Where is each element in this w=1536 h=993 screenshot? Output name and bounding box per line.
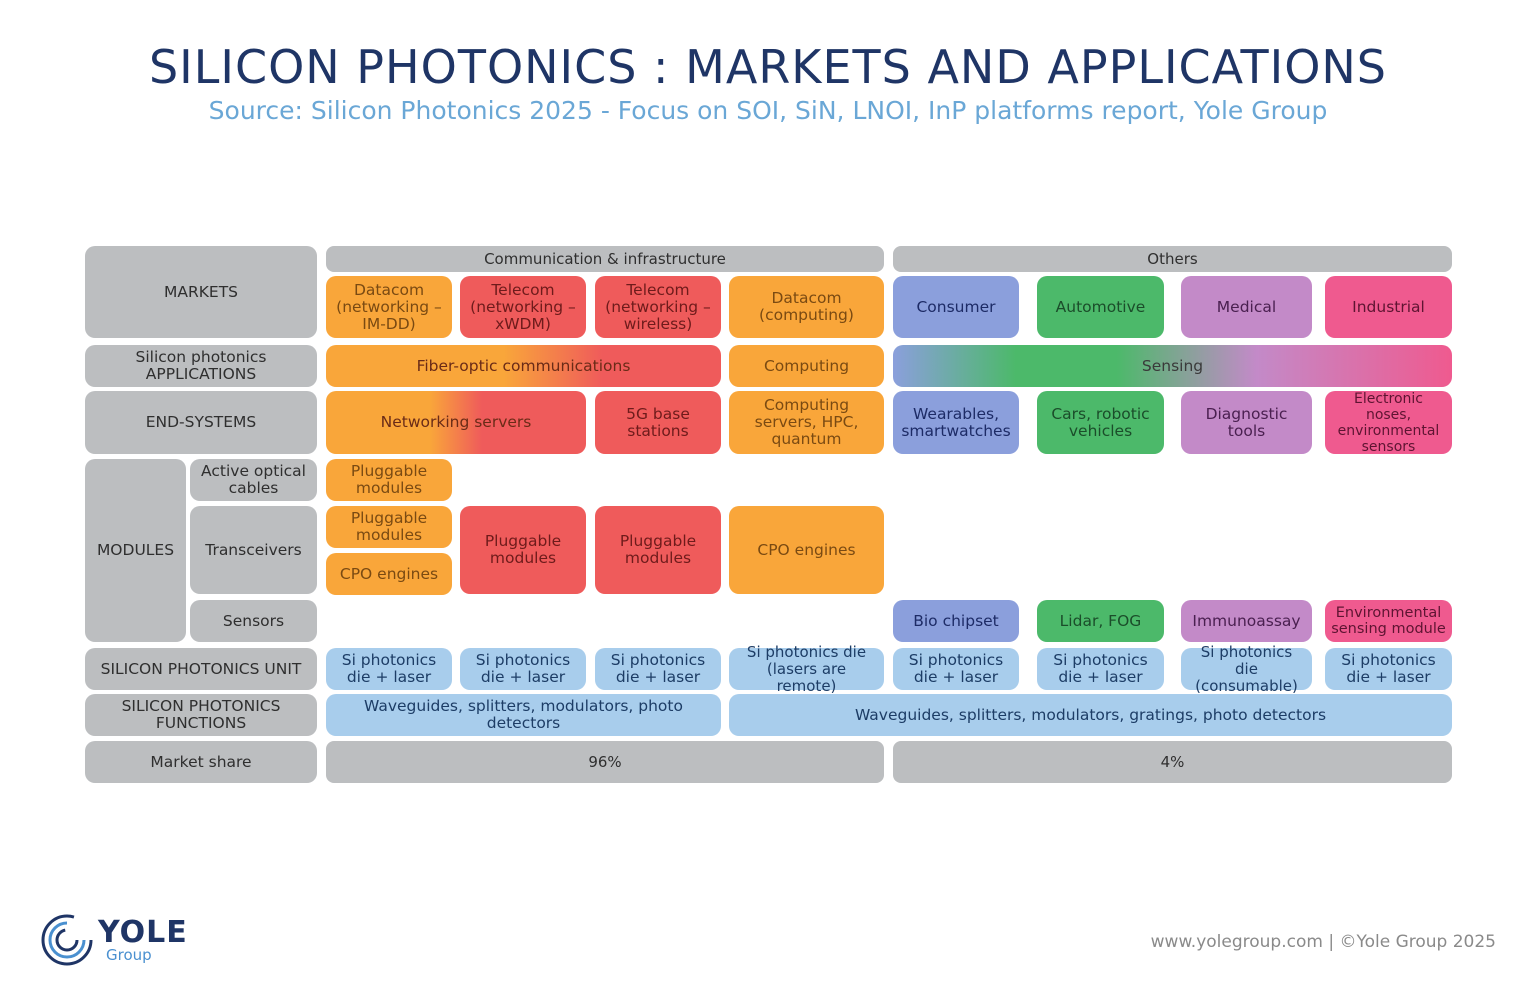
market-datacom-computing: Datacom (computing)	[729, 276, 884, 338]
application-computing: Computing	[729, 345, 884, 387]
unit-telecom-xwdm: Si photonics die + laser	[460, 648, 586, 690]
module-telecom-wireless-pluggable: Pluggable modules	[595, 506, 721, 594]
application-sensing: Sensing	[893, 345, 1452, 387]
row-label-modules: MODULES	[85, 459, 186, 642]
unit-consumer: Si photonics die + laser	[893, 648, 1019, 690]
logo-name: YOLE	[98, 915, 188, 950]
row-label-transceivers: Transceivers	[190, 506, 317, 594]
market-telecom-wireless: Telecom (networking – wireless)	[595, 276, 721, 338]
unit-datacom-networking: Si photonics die + laser	[326, 648, 452, 690]
unit-industrial: Si photonics die + laser	[1325, 648, 1452, 690]
market-telecom-xwdm: Telecom (networking – xWDM)	[460, 276, 586, 338]
end-system-networking-servers: Networking servers	[326, 391, 586, 454]
market-industrial: Industrial	[1325, 276, 1452, 338]
unit-medical: Si photonics die (consumable)	[1181, 643, 1312, 694]
footer-credit: www.yolegroup.com | ©Yole Group 2025	[1150, 932, 1496, 952]
unit-telecom-wireless: Si photonics die + laser	[595, 648, 721, 690]
row-label-applications: Silicon photonics APPLICATIONS	[85, 345, 317, 387]
module-transceiver-pluggable: Pluggable modules	[326, 506, 452, 548]
market-share-communication: 96%	[326, 741, 884, 783]
market-medical: Medical	[1181, 276, 1312, 338]
market-share-others: 4%	[893, 741, 1452, 783]
module-telecom-xwdm-pluggable: Pluggable modules	[460, 506, 586, 594]
end-system-computing-servers: Computing servers, HPC, quantum	[729, 391, 884, 454]
market-automotive: Automotive	[1037, 276, 1164, 338]
functions-others: Waveguides, splitters, modulators, grati…	[729, 694, 1452, 736]
logo-sub: Group	[106, 946, 152, 964]
end-system-wearables: Wearables, smartwatches	[893, 391, 1019, 454]
end-system-electronic-noses: Electronic noses, environmental sensors	[1325, 391, 1452, 455]
group-header-others: Others	[893, 246, 1452, 272]
row-label-end-systems: END-SYSTEMS	[85, 391, 317, 454]
row-label-market-share: Market share	[85, 741, 317, 783]
row-label-unit: SILICON PHOTONICS UNIT	[85, 648, 317, 690]
module-immunoassay: Immunoassay	[1181, 600, 1312, 642]
application-fiber-optic: Fiber-optic communications	[326, 345, 721, 387]
module-aoc-pluggable: Pluggable modules	[326, 459, 452, 501]
row-label-markets: MARKETS	[85, 246, 317, 338]
group-header-communication: Communication & infrastructure	[326, 246, 884, 272]
row-label-active-optical-cables: Active optical cables	[190, 459, 317, 501]
module-bio-chipset: Bio chipset	[893, 600, 1019, 642]
module-environmental-sensing: Environmental sensing module	[1325, 600, 1452, 642]
end-system-cars: Cars, robotic vehicles	[1037, 391, 1164, 454]
page-subtitle: Source: Silicon Photonics 2025 - Focus o…	[208, 96, 1328, 125]
row-label-sensors: Sensors	[190, 600, 317, 642]
module-lidar-fog: Lidar, FOG	[1037, 600, 1164, 642]
unit-automotive: Si photonics die + laser	[1037, 648, 1164, 690]
market-datacom-networking: Datacom (networking – IM-DD)	[326, 276, 452, 338]
functions-communication: Waveguides, splitters, modulators, photo…	[326, 694, 721, 736]
page-title: SILICON PHOTONICS : MARKETS AND APPLICAT…	[148, 40, 1388, 94]
module-computing-cpo: CPO engines	[729, 506, 884, 594]
unit-datacom-computing: Si photonics die (lasers are remote)	[729, 643, 884, 694]
end-system-diagnostic-tools: Diagnostic tools	[1181, 391, 1312, 454]
row-label-functions: SILICON PHOTONICS FUNCTIONS	[85, 694, 317, 736]
end-system-5g-base-stations: 5G base stations	[595, 391, 721, 454]
yole-logo-icon	[41, 914, 93, 966]
market-consumer: Consumer	[893, 276, 1019, 338]
module-transceiver-cpo: CPO engines	[326, 553, 452, 595]
